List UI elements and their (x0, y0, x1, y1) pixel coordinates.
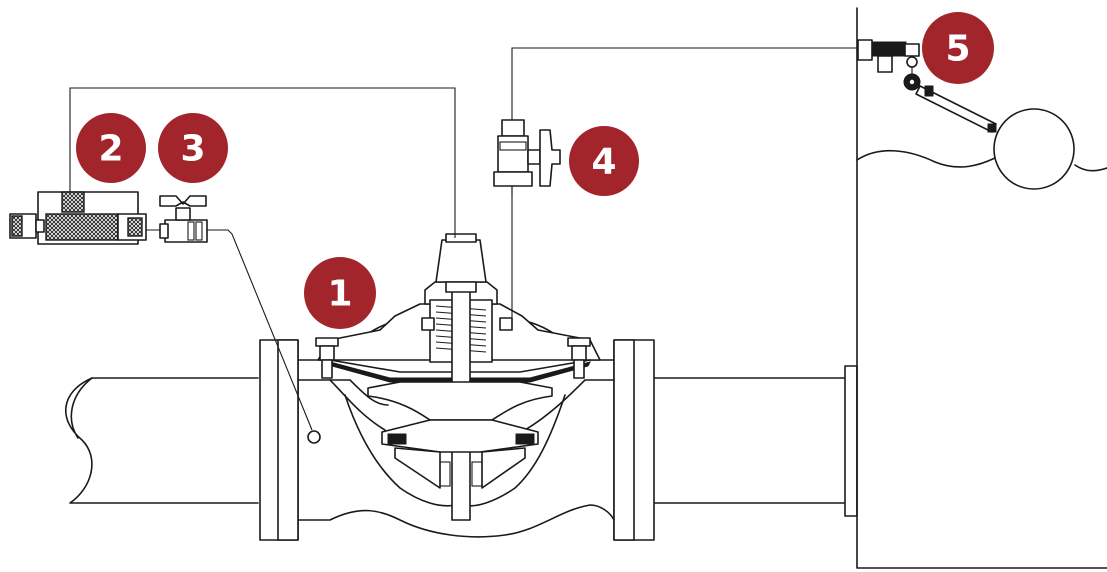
strainer (9, 191, 147, 245)
outlet-pipe (654, 365, 858, 517)
badge-2-label: 2 (98, 129, 123, 170)
badge-4: 4 (569, 126, 639, 196)
main-valve (259, 233, 655, 541)
badge-3-label: 3 (180, 129, 205, 170)
badge-1: 1 (304, 257, 376, 329)
cover-bolt-right (567, 337, 591, 379)
inlet-port (307, 430, 321, 444)
ball-valve (159, 195, 208, 243)
badge-5: 5 (922, 12, 994, 84)
ball-valve-upper (493, 119, 561, 187)
float-ball (993, 108, 1075, 190)
tank (856, 7, 1107, 569)
badge-2: 2 (76, 113, 146, 183)
badge-5-label: 5 (945, 29, 970, 70)
float-pilot-valve (857, 39, 1075, 190)
inlet-pipe (65, 377, 259, 504)
control-tubing (69, 47, 860, 431)
badge-4-label: 4 (591, 142, 616, 183)
badge-3: 3 (158, 113, 228, 183)
badge-1-label: 1 (327, 274, 352, 315)
cover-bolt-left (315, 337, 339, 379)
